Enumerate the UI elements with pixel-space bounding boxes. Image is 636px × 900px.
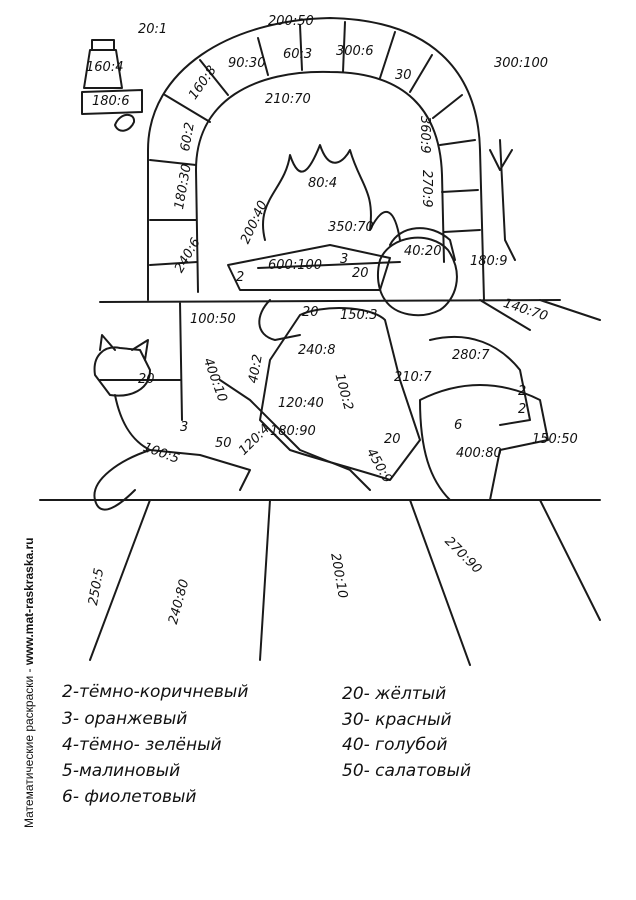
- expression-label: 3: [180, 420, 189, 435]
- legend-item: 40- голубой: [342, 735, 448, 755]
- expression-label: 400:80: [456, 446, 502, 461]
- expression-label: 50: [215, 436, 232, 451]
- expression-label: 40:20: [404, 244, 442, 259]
- expression-label: 120:40: [278, 396, 324, 411]
- poker: [489, 139, 516, 261]
- legend-item: 2-тёмно-коричневый: [62, 682, 249, 702]
- figure-hat: [389, 227, 456, 261]
- expression-label: 200:50: [268, 14, 314, 29]
- arch-outer: [147, 17, 485, 301]
- credit-text: Математические раскраски -: [22, 665, 36, 828]
- flames: [262, 144, 401, 241]
- expression-label: 2: [236, 270, 245, 285]
- expression-label: 240:8: [298, 343, 336, 358]
- expression-label: 2: [518, 402, 527, 417]
- expression-label: 270:9: [419, 170, 434, 208]
- expression-label: 160:4: [86, 60, 124, 75]
- expression-label: 600:100: [268, 258, 323, 273]
- credit-url[interactable]: www.mat-raskraska.ru: [22, 537, 36, 666]
- legend-item: 30- красный: [342, 710, 452, 730]
- expression-label: 350:70: [328, 220, 374, 235]
- expression-label: 150:50: [532, 432, 578, 447]
- expression-label: 300:100: [494, 56, 549, 71]
- legend-item: 5-малиновый: [62, 761, 181, 781]
- cat-ears: [99, 334, 149, 361]
- jar: [83, 39, 123, 89]
- expression-label: 6: [454, 418, 463, 433]
- site-credit: Математические раскраски - www.mat-raskr…: [22, 537, 36, 828]
- figure-head: [376, 236, 458, 317]
- expression-label: 30: [395, 68, 412, 83]
- bottle-label: [81, 89, 143, 115]
- expression-label: 60:3: [283, 47, 313, 62]
- arch-inner: [195, 70, 445, 293]
- expression-label: 20: [384, 432, 401, 447]
- figure-arm-left: [258, 299, 301, 341]
- expression-label: 180:90: [270, 424, 316, 439]
- expression-label: 3: [340, 252, 349, 267]
- legend-item: 20- жёлтый: [342, 684, 447, 704]
- legend-item: 6- фиолетовый: [62, 787, 197, 807]
- leaf: [114, 113, 135, 132]
- floor-boards: [39, 499, 601, 666]
- expression-label: 150:3: [340, 308, 378, 323]
- expression-label: 20: [138, 372, 155, 387]
- expression-label: 20: [302, 305, 319, 320]
- legend-item: 50- салатовый: [342, 761, 472, 781]
- expression-label: 2: [518, 384, 527, 399]
- expression-label: 20: [352, 266, 369, 281]
- figure-arm-right: [429, 335, 531, 426]
- arch-bricks: [149, 21, 481, 266]
- cat-body: [114, 394, 251, 491]
- figure-body: [259, 307, 421, 481]
- logs: [227, 244, 401, 291]
- legend-item: 4-тёмно- зелёный: [62, 735, 222, 755]
- chair: [419, 384, 549, 501]
- expression-label: 100:50: [190, 312, 236, 327]
- expression-label: 180:9: [470, 254, 508, 269]
- expression-label: 300:6: [336, 44, 374, 59]
- expression-label: 280:7: [452, 348, 490, 363]
- expression-label: 180:6: [92, 94, 130, 109]
- expression-label: 210:7: [394, 370, 432, 385]
- expression-label: 360:9: [417, 116, 432, 154]
- legend-item: 3- оранжевый: [62, 709, 188, 729]
- figure-leg: [219, 379, 371, 491]
- expression-label: 80:4: [308, 176, 338, 191]
- expression-label: 90:30: [228, 56, 266, 71]
- expression-label: 210:70: [265, 92, 311, 107]
- wall-lines: [99, 299, 601, 421]
- expression-label: 20:1: [138, 22, 168, 37]
